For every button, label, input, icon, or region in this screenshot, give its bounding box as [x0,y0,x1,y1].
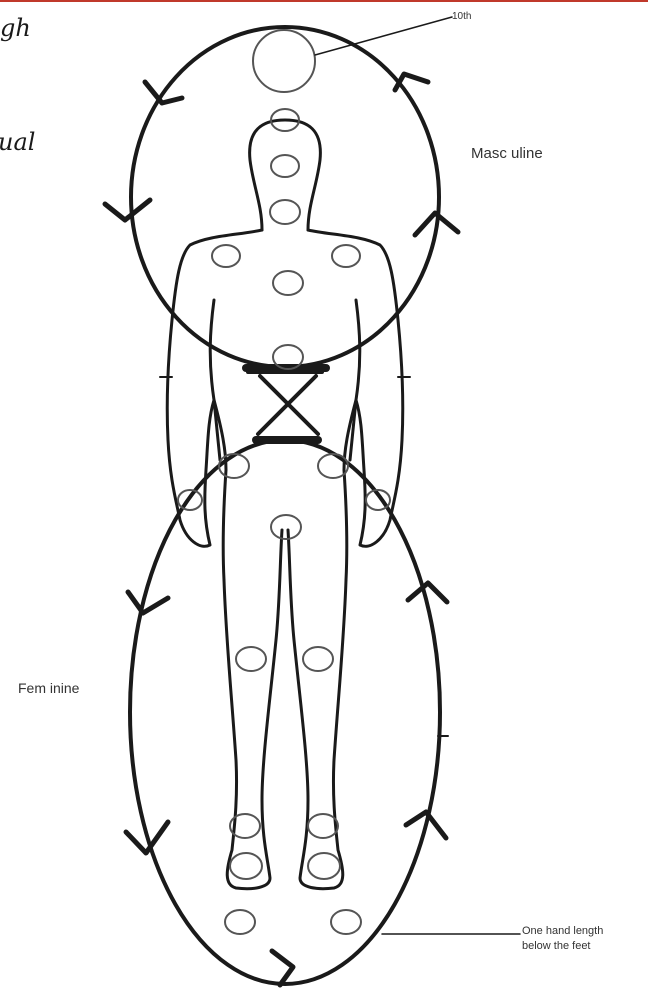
feminine-ellipse [130,440,440,984]
chakra-point [332,245,360,267]
chakra-point [271,515,301,539]
chakra-point [270,200,300,224]
body-left-outline [167,230,262,546]
label-masculine: Masc uline [471,145,543,162]
label-hand-length-line2: below the feet [522,939,646,954]
chakra-point [219,454,249,478]
arrow-chevron [105,200,150,220]
arrow-chevron [272,951,293,985]
chakra-point [225,910,255,934]
chakra-point [308,814,338,838]
label-10th-chakra: 10th [452,11,471,22]
body-head-outline [250,120,321,230]
body-right-outline [308,230,403,546]
left-leg-outer [224,530,282,889]
chakra-10th [253,30,315,92]
chakra-point [308,853,340,879]
chakra-point [271,155,299,177]
chakra-point [303,647,333,671]
chakra-point [212,245,240,267]
right-arm-inner [350,300,360,460]
label-feminine: Fem inine [18,680,79,696]
label-hand-length-line1: One hand length [522,924,646,939]
chakra-points [178,30,390,934]
chakra-point [230,853,262,879]
arrow-chevron [128,592,168,613]
right-leg-outer [288,530,346,889]
label-hand-length: One hand length below the feet [522,924,646,954]
chakra-point [236,647,266,671]
center-hourglass [248,372,322,438]
chakra-point [273,271,303,295]
left-arm-inner [210,300,220,460]
arrow-chevron [395,74,428,90]
feminine-arrows [126,583,447,985]
chakra-point [331,910,361,934]
masculine-circle [131,27,439,367]
